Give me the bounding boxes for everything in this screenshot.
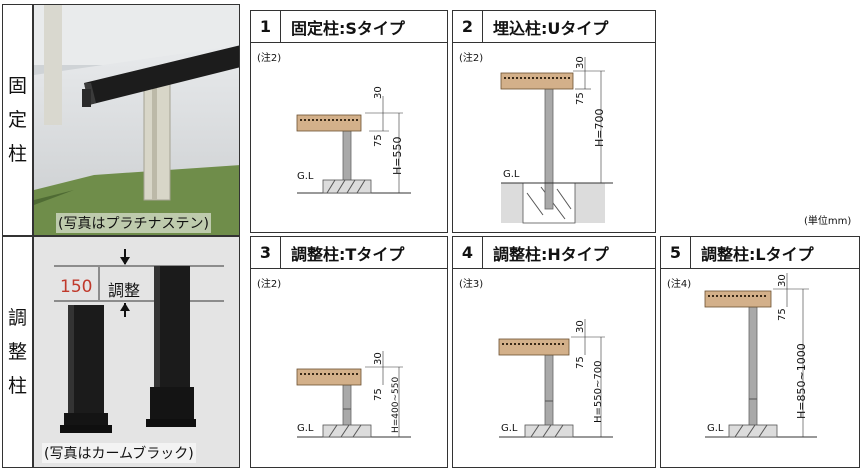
panel-5-body: (注4) 30 75 H=850~1000 G.L bbox=[660, 268, 860, 468]
panel-1-header: 1 固定柱:Sタイプ bbox=[250, 10, 448, 43]
adjust-value: 150 bbox=[60, 277, 93, 297]
panel-5-note: (注4) bbox=[667, 279, 692, 290]
row-label-adjust-char-1: 調 bbox=[7, 307, 27, 329]
panel-3-diagram bbox=[296, 351, 411, 438]
row-label-fixed-char-1: 固 bbox=[7, 75, 27, 97]
panel-4-dim-mid: 75 bbox=[575, 356, 586, 369]
panel-2-body: (注2) 30 75 H=700 G.L bbox=[452, 42, 656, 233]
panel-4-dim-top: 30 bbox=[575, 320, 586, 333]
panel-3-dim-h: H=400~550 bbox=[391, 376, 401, 433]
adjust-label: 調整 bbox=[108, 281, 141, 300]
panel-1-dim-mid: 75 bbox=[373, 134, 384, 147]
panel-4-header: 4 調整柱:Hタイプ bbox=[452, 236, 656, 269]
panel-1-dim-top: 30 bbox=[373, 86, 384, 99]
panel-1-dim-h: H=550 bbox=[391, 136, 404, 175]
panel-3-note: (注2) bbox=[257, 279, 282, 290]
panel-5-dim-mid: 75 bbox=[777, 308, 788, 321]
panel-5-number: 5 bbox=[661, 237, 691, 268]
row-label-adjust-char-3: 柱 bbox=[7, 375, 27, 397]
row-label-fixed-char-3: 柱 bbox=[7, 143, 27, 165]
panel-3-gl: G.L bbox=[297, 423, 314, 434]
panel-2-title: 埋込柱:Uタイプ bbox=[493, 18, 609, 38]
panel-1-gl: G.L bbox=[297, 171, 314, 182]
panel-3-header: 3 調整柱:Tタイプ bbox=[250, 236, 448, 269]
panel-1-diagram bbox=[296, 96, 411, 194]
panel-2-dim-top: 30 bbox=[575, 56, 586, 69]
panel-4-gl: G.L bbox=[501, 423, 518, 434]
panel-5-gl: G.L bbox=[707, 423, 724, 434]
panel-4-diagram bbox=[498, 319, 613, 438]
photo-fixed-caption: (写真はプラチナステン) bbox=[56, 213, 211, 233]
row-label-fixed: 固 定 柱 bbox=[2, 4, 33, 236]
panel-3-number: 3 bbox=[251, 237, 281, 268]
panel-5-diagram bbox=[704, 273, 817, 438]
panel-5-dim-top: 30 bbox=[777, 274, 788, 287]
panel-3-body: (注2) 30 75 H=400~550 G.L bbox=[250, 268, 448, 468]
panel-4-number: 4 bbox=[453, 237, 483, 268]
photo-adjust-illustration bbox=[34, 237, 239, 467]
photo-adjust-post: 150 調整 (写真はカームブラック) bbox=[33, 236, 240, 468]
panel-1-note: (注2) bbox=[257, 53, 282, 64]
panel-2-dim-h: H=700 bbox=[593, 108, 606, 147]
panel-1-title: 固定柱:Sタイプ bbox=[291, 18, 405, 38]
panel-2-diagram bbox=[500, 57, 613, 224]
panel-2-dim-mid: 75 bbox=[575, 92, 586, 105]
panel-3-title: 調整柱:Tタイプ bbox=[291, 244, 405, 264]
row-label-fixed-char-2: 定 bbox=[7, 109, 27, 131]
panel-5-header: 5 調整柱:Lタイプ bbox=[660, 236, 860, 269]
panel-1-body: (注2) 30 75 H=550 G.L bbox=[250, 42, 448, 233]
panel-3-dim-top: 30 bbox=[373, 352, 384, 365]
panel-2-gl: G.L bbox=[503, 169, 520, 180]
panel-4-dim-h: H=550~700 bbox=[593, 360, 604, 423]
panel-4-note: (注3) bbox=[459, 279, 484, 290]
panel-5-dim-h: H=850~1000 bbox=[795, 343, 808, 419]
panel-1-number: 1 bbox=[251, 11, 281, 42]
unit-note: (単位mm) bbox=[804, 216, 852, 227]
panel-2-note: (注2) bbox=[459, 53, 484, 64]
panel-5-title: 調整柱:Lタイプ bbox=[701, 244, 814, 264]
panel-4-body: (注3) 30 75 H=550~700 G.L bbox=[452, 268, 656, 468]
photo-fixed-post: (写真はプラチナステン) bbox=[33, 4, 240, 236]
arrow-down-icon bbox=[120, 257, 130, 265]
arrow-up-icon bbox=[120, 303, 130, 311]
photo-fixed-illustration bbox=[34, 5, 239, 235]
panel-4-title: 調整柱:Hタイプ bbox=[493, 244, 609, 264]
photo-adjust-caption: (写真はカームブラック) bbox=[42, 443, 196, 463]
panel-3-dim-mid: 75 bbox=[373, 388, 384, 401]
panel-2-number: 2 bbox=[453, 11, 483, 42]
row-label-adjust: 調 整 柱 bbox=[2, 236, 33, 468]
row-label-adjust-char-2: 整 bbox=[7, 341, 27, 363]
panel-2-header: 2 埋込柱:Uタイプ bbox=[452, 10, 656, 43]
